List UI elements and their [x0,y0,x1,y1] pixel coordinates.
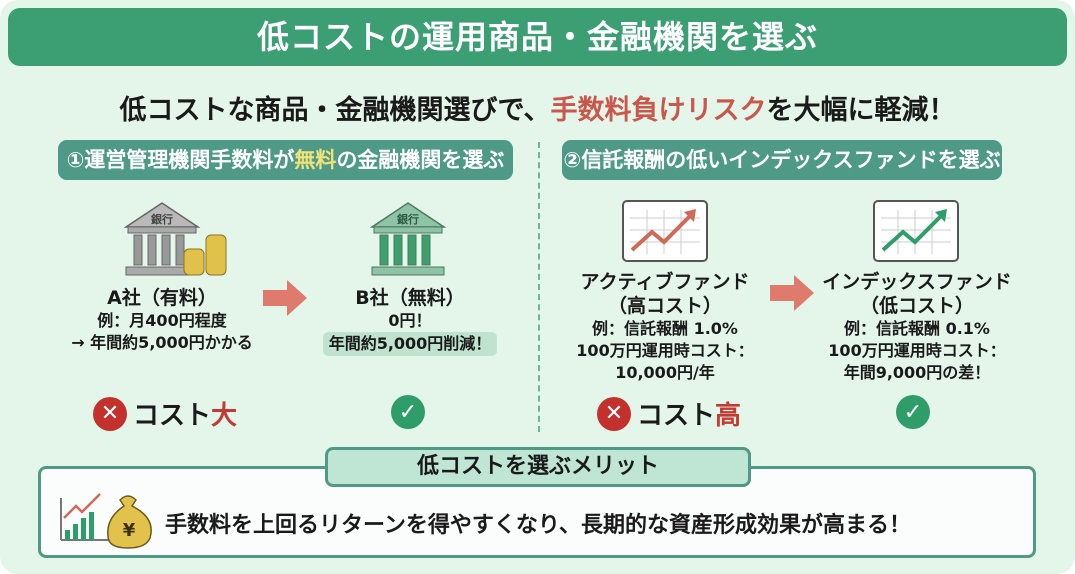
subtitle-prefix: 低コストな商品・金融機関選びで、 [119,95,551,126]
mark-label: コスト [637,401,716,431]
section2-title: ②信託報酬の低いインデックスファンドを選ぶ [562,140,1002,180]
mark-label: コスト [133,401,212,431]
section1-title-suffix: の金融機関を選ぶ [336,148,505,172]
cost-high-mark-active: ✕コスト高 [597,395,741,432]
index-fund-name: インデックスファンド [822,271,1012,293]
bank-with-coins-icon: 銀行 [123,202,227,276]
merit-title: 低コストを選ぶメリット [325,447,751,487]
company-a: A社（有料） 例：月400円程度 → 年間約5,000円かかる [42,286,282,354]
company-b: B社（無料） 0円！ 年間約5,000円削減！ [290,286,530,356]
company-b-savings: 年間約5,000円削減！ [322,332,498,356]
merit-text: 手数料を上回るリターンを得やすくなり、長期的な資産形成効果が高まる！ [165,513,912,538]
chart-up-green-icon [873,200,959,262]
check-icon: ✓ [391,395,425,429]
active-fund-fee: 例：信託報酬 1.0% [592,319,738,338]
active-fund-cost-value: 10,000円/年 [615,363,715,382]
ok-mark-index: ✓ [896,395,930,429]
section1-title-highlight: 無料 [294,148,337,172]
active-fund: アクティブファンド （高コスト） 例：信託報酬 1.0% 100万円運用時コスト… [545,270,785,384]
company-a-name: A社（有料） [107,287,217,309]
page-title: 低コストの運用商品・金融機関を選ぶ [8,8,1067,66]
active-fund-cost: （高コスト） [607,295,722,317]
cross-icon: ✕ [93,396,127,431]
bank-label: 銀行 [151,212,173,226]
index-fund-cost-label: 100万円運用時コスト： [828,341,1006,360]
bank-label: 銀行 [397,212,419,226]
cross-icon: ✕ [597,396,631,431]
mark-label-red: 大 [211,401,238,431]
active-fund-name: アクティブファンド [580,271,750,293]
growth-money-bag-icon: ¥ [60,493,152,549]
arrow-right-icon [770,275,814,311]
subtitle: 低コストな商品・金融機関選びで、手数料負けリスクを大幅に軽減！ [0,88,1075,127]
check-icon: ✓ [896,395,930,429]
active-fund-cost-label: 100万円運用時コスト： [576,341,754,360]
company-a-annual: → 年間約5,000円かかる [71,333,253,352]
company-b-name: B社（無料） [355,287,465,309]
cost-high-mark-a: ✕コスト大 [93,395,237,432]
subtitle-highlight: 手数料負けリスク [550,95,767,126]
section1-title-prefix: ①運営管理機関手数料が [66,148,295,172]
divider [538,142,540,432]
subtitle-suffix: を大幅に軽減！ [766,95,956,126]
index-fund-diff: 年間9,000円の差！ [843,363,991,382]
section1-title: ①運営管理機関手数料が無料の金融機関を選ぶ [58,140,513,180]
company-b-fee: 0円！ [388,311,432,330]
company-a-fee: 例：月400円程度 [97,311,227,330]
index-fund: インデックスファンド （低コスト） 例：信託報酬 0.1% 100万円運用時コス… [797,270,1037,384]
yen-symbol: ¥ [123,520,136,541]
mark-label-red: 高 [715,401,742,431]
index-fund-fee: 例：信託報酬 0.1% [844,319,990,338]
index-fund-cost: （低コスト） [859,295,974,317]
ok-mark-b: ✓ [391,395,425,429]
chart-up-red-icon [622,200,708,262]
arrow-right-icon [263,280,307,316]
bank-icon: 銀行 [369,202,447,276]
